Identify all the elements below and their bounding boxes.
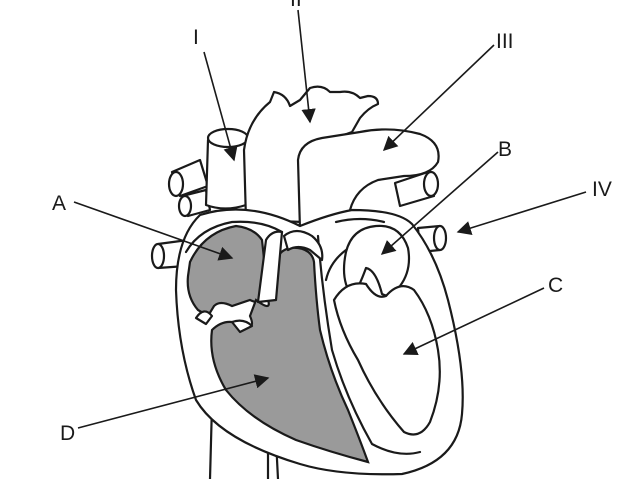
arrow-III — [384, 45, 494, 150]
label-C: C — [548, 274, 563, 297]
label-IV: IV — [592, 178, 612, 201]
superior-vena-cava — [206, 129, 248, 209]
label-II: II — [290, 0, 302, 11]
label-III: III — [496, 30, 514, 53]
label-B: B — [498, 138, 512, 161]
label-I: I — [193, 26, 199, 49]
label-D: D — [60, 422, 75, 445]
label-A: A — [52, 192, 66, 215]
arrow-IV — [458, 192, 586, 232]
